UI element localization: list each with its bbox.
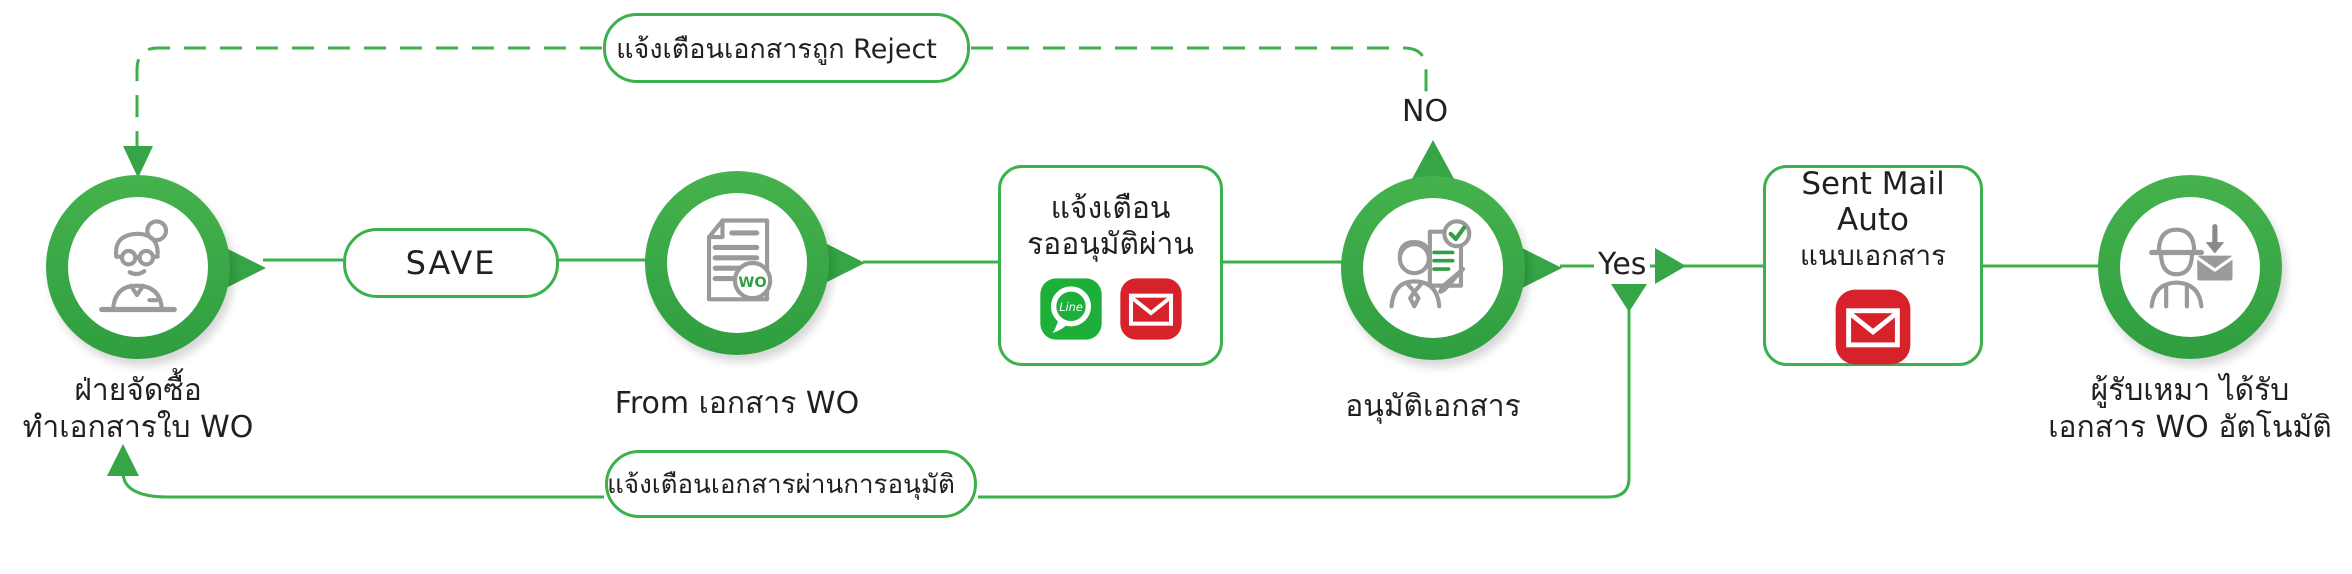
sent-mail-icons [1834,288,1912,366]
purchasing-label: ฝ่ายจัดซื้อ ทำเอกสารใบ WO [0,372,308,446]
pointer-purchasing-right [226,248,266,288]
notify-pending-panel: แจ้งเตือน รออนุมัติผ่าน Line [998,165,1223,366]
notify-pending-line2: รออนุมัติผ่าน [1027,226,1194,262]
notify-pending-icons: Line [1039,277,1183,341]
arrow-down-into-purchasing-icon [123,146,153,178]
sent-mail-text: Sent Mail Auto แนบเอกสาร [1766,166,1980,274]
save-pill: SAVE [343,228,559,298]
purchasing-officer-icon [99,219,177,313]
contractor-label-line2: เอกสาร WO อัตโนมัติ [2048,410,2332,445]
contractor-label: ผู้รับเหมา ได้รับ เอกสาร WO อัตโนมัติ [2020,372,2352,446]
sent-mail-line2: แนบเอกสาร [1799,238,1947,272]
reject-callout: แจ้งเตือนเอกสารถูก Reject Line [603,13,970,83]
save-pill-label: SAVE [405,244,497,282]
pointer-woform-right [825,243,865,283]
node-purchasing [46,175,230,359]
sent-mail-panel: Sent Mail Auto แนบเอกสาร [1763,165,1983,366]
approver-icon [1389,219,1472,309]
approve-label-text: อนุมัติเอกสาร [1345,389,1521,424]
purchasing-label-line2: ทำเอกสารใบ WO [22,410,254,445]
branch-yes-label: Yes [1594,249,1651,281]
contractor-label-line1: ผู้รับเหมา ได้รับ [2090,373,2290,408]
node-purchasing-inner [68,197,208,337]
reject-callout-label: แจ้งเตือนเอกสารถูก Reject [616,33,937,65]
wo-badge-label: WO [738,275,766,291]
approved-callout-label: แจ้งเตือนเอกสารผ่านการอนุมัติ [607,469,955,500]
arrow-yes-down-icon [1611,284,1647,312]
wire-reject-feedback-right-dashed [971,46,1428,94]
wire-reject-feedback-left-dashed [135,46,602,150]
node-wo-form-inner: WO [667,193,807,333]
notify-pending-line1: แจ้งเตือน [1050,190,1171,226]
mail-icon [1119,277,1182,340]
approved-callout: แจ้งเตือนเอกสารผ่านการอนุมัติ Line [605,450,977,518]
node-wo-form: WO [645,171,829,355]
node-contractor-inner [2120,197,2260,337]
wire-approved-feedback-left [121,468,604,499]
wo-form-label: From เอกสาร WO [567,385,907,422]
purchasing-label-line1: ฝ่ายจัดซื้อ [74,373,202,408]
arrow-up-into-purchasing-icon [107,444,139,476]
approve-label: อนุมัติเอกสาร [1263,388,1603,425]
node-approve-inner [1363,198,1503,338]
node-approve [1341,176,1525,360]
node-contractor [2098,175,2282,359]
contractor-icon [2149,223,2235,309]
branch-no-label: NO [1398,96,1453,128]
line-app-label: Line [1059,300,1083,314]
wire-yes-branch-down [978,300,1631,499]
line-app-icon: Line [1039,277,1102,340]
mail-icon [1835,289,1911,364]
wo-form-label-text: From เอกสาร WO [614,386,860,421]
arrow-yes-right-icon [1655,248,1686,284]
pointer-approve-right [1522,248,1562,288]
notify-pending-text: แจ้งเตือน รออนุมัติผ่าน [1027,191,1194,263]
sent-mail-line1: Sent Mail Auto [1801,165,1945,238]
wo-document-icon: WO [706,218,773,302]
